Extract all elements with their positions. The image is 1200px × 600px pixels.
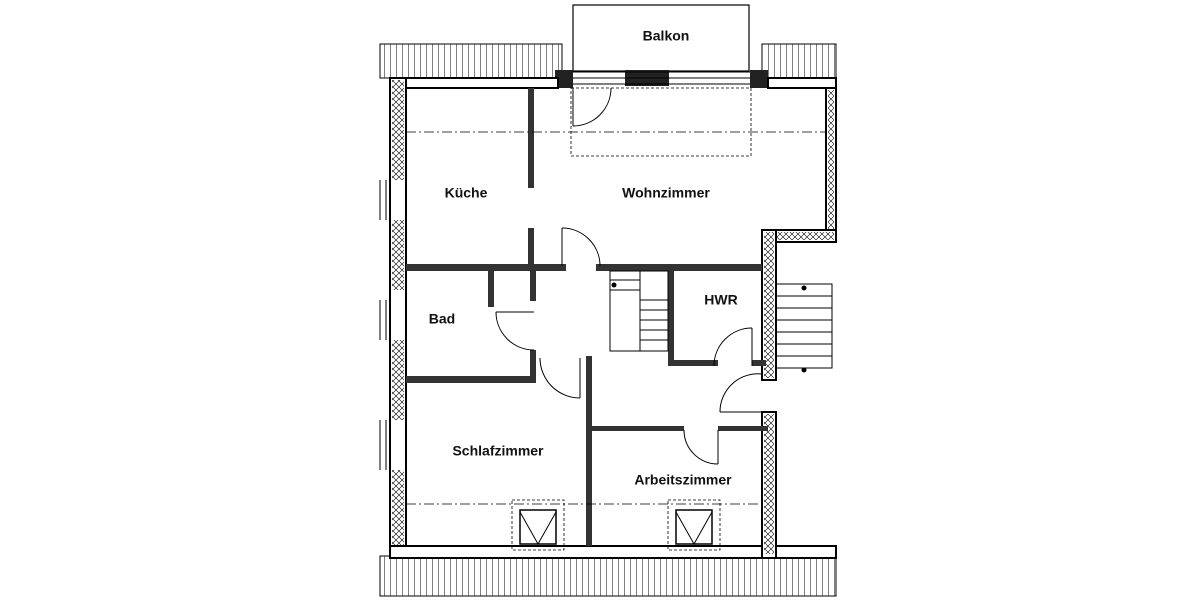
- staircase: [609, 270, 669, 352]
- doors: [495, 87, 763, 465]
- room-label-schlafzimmer: Schlafzimmer: [452, 443, 544, 459]
- room-label-bad: Bad: [429, 311, 455, 327]
- balcony: [555, 4, 768, 88]
- exterior-staircase: [775, 283, 833, 373]
- room-labels: Balkon Küche Wohnzimmer Bad HWR Schlafzi…: [429, 28, 738, 488]
- room-label-balkon: Balkon: [643, 28, 690, 44]
- room-label-hwr: HWR: [704, 292, 737, 308]
- roof-windows: [511, 499, 721, 551]
- room-label-wohnzimmer: Wohnzimmer: [622, 185, 710, 201]
- outer-walls: [379, 77, 837, 559]
- room-label-kueche: Küche: [445, 185, 488, 201]
- room-label-arbeitszimmer: Arbeitszimmer: [634, 472, 732, 488]
- interior-walls: [406, 88, 768, 546]
- dormer-outline: [406, 87, 826, 505]
